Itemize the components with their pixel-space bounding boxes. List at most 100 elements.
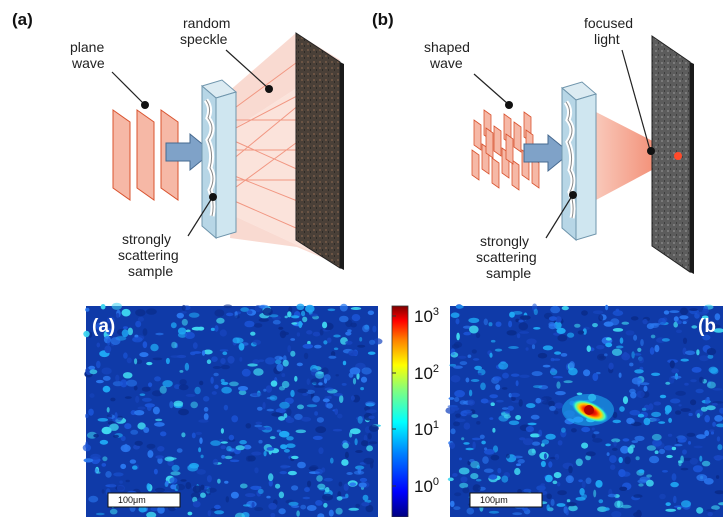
- speckle-grain: [132, 336, 143, 343]
- speckle-grain: [132, 465, 138, 470]
- speckle-grain: [214, 325, 219, 332]
- speckle-grain: [612, 328, 624, 332]
- speckle-grain: [506, 330, 517, 336]
- speckle-grain: [490, 454, 500, 461]
- speckle-grain: [324, 487, 330, 493]
- speckle-grain: [649, 417, 661, 422]
- speckle-grain: [701, 460, 711, 467]
- speckle-grain: [302, 496, 311, 500]
- speckle-grain: [220, 428, 224, 434]
- speckle-grain: [146, 483, 151, 491]
- speckle-grain: [316, 475, 323, 482]
- speckle-grain: [501, 387, 508, 390]
- speckle-grain: [314, 385, 325, 388]
- speckle-grain: [367, 433, 372, 440]
- speckle-grain: [367, 351, 376, 355]
- speckle-grain: [692, 465, 703, 473]
- panel-b-label: (b): [372, 10, 394, 29]
- speckle-grain: [135, 320, 142, 328]
- speckle-grain: [663, 445, 674, 451]
- speckle-grain: [366, 409, 377, 414]
- speckle-grain: [526, 403, 536, 409]
- speckle-grain: [620, 471, 631, 477]
- speckle-grain: [472, 484, 481, 492]
- speckle-grain: [312, 331, 321, 337]
- speckle-grain: [566, 502, 577, 507]
- speckle-grain: [480, 382, 486, 391]
- speckle-grain: [671, 446, 677, 451]
- speckle-grain: [607, 493, 617, 498]
- speckle-grain: [716, 436, 721, 442]
- speckle-grain: [680, 455, 684, 464]
- speckle-grain: [250, 485, 261, 490]
- speckle-grain: [476, 421, 481, 425]
- colorbar-tick-label: 103: [414, 306, 439, 326]
- speckle-grain: [339, 315, 349, 323]
- speckle-grain: [661, 338, 670, 342]
- speckle-grain: [713, 455, 723, 460]
- speckle-grain: [291, 455, 299, 460]
- speckle-grain: [612, 310, 624, 316]
- speckle-grain: [281, 373, 286, 378]
- speckle-grain: [554, 351, 562, 355]
- speckle-grain: [678, 461, 682, 467]
- speckle-grain: [699, 355, 709, 362]
- speckle-grain: [368, 415, 375, 420]
- image-right-label: (b: [698, 316, 716, 337]
- speckle-grain: [192, 485, 202, 493]
- speckle-grain: [620, 504, 632, 509]
- speckle-grain: [335, 374, 339, 377]
- speckle-grain: [318, 447, 324, 455]
- speckle-grain: [181, 432, 186, 438]
- speckle-grain: [516, 463, 521, 467]
- speckle-grain: [372, 325, 377, 333]
- speckle-grain: [126, 357, 132, 364]
- speckle-grain: [673, 316, 679, 322]
- speckle-grain: [270, 380, 278, 387]
- speckle-grain: [463, 331, 472, 336]
- speckle-grain: [508, 346, 519, 349]
- speckle-grain: [348, 507, 360, 511]
- speckle-grain: [159, 385, 167, 394]
- speckle-grain: [268, 473, 274, 482]
- speckle-grain: [134, 440, 143, 446]
- speckle-grain: [220, 378, 225, 383]
- speckle-grain: [707, 354, 714, 359]
- speckle-grain: [671, 473, 677, 481]
- speckle-grain: [568, 367, 578, 376]
- speckle-grain: [285, 417, 295, 424]
- speckle-grain: [109, 483, 116, 488]
- speckle-grain: [239, 440, 247, 445]
- speckle-grain: [612, 411, 618, 419]
- speckle-grain: [350, 395, 355, 401]
- speckle-grain: [250, 331, 256, 336]
- speckle-grain: [279, 464, 289, 469]
- sample-label-line1: strongly: [480, 233, 529, 249]
- speckle-grain: [210, 376, 214, 384]
- speckle-grain: [315, 371, 325, 379]
- colorbar-tick-label: 101: [414, 419, 439, 439]
- speckle-grain: [328, 509, 334, 517]
- speckle-grain: [363, 434, 368, 442]
- speckle-grain: [538, 429, 543, 437]
- speckle-grain: [102, 456, 108, 462]
- speckle-grain: [106, 407, 110, 413]
- speckle-grain: [226, 446, 232, 452]
- speckle-grain: [448, 397, 455, 400]
- speckle-grain: [454, 492, 462, 497]
- speckle-grain: [129, 459, 137, 464]
- speckle-grain: [712, 402, 718, 406]
- speckle-grain: [110, 397, 116, 402]
- speckle-grain: [266, 447, 275, 451]
- speckle-grain: [489, 352, 493, 358]
- speckle-grain: [673, 321, 678, 328]
- speckle-grain: [360, 376, 368, 383]
- speckle-grain: [291, 505, 300, 508]
- speckle-grain: [556, 503, 566, 507]
- speckle-grain: [449, 363, 457, 367]
- speckle-grain: [339, 303, 348, 312]
- speckle-grain: [288, 501, 299, 506]
- speckle-grain: [510, 373, 520, 377]
- speckle-grain: [490, 402, 495, 407]
- speckle-grain: [349, 482, 357, 487]
